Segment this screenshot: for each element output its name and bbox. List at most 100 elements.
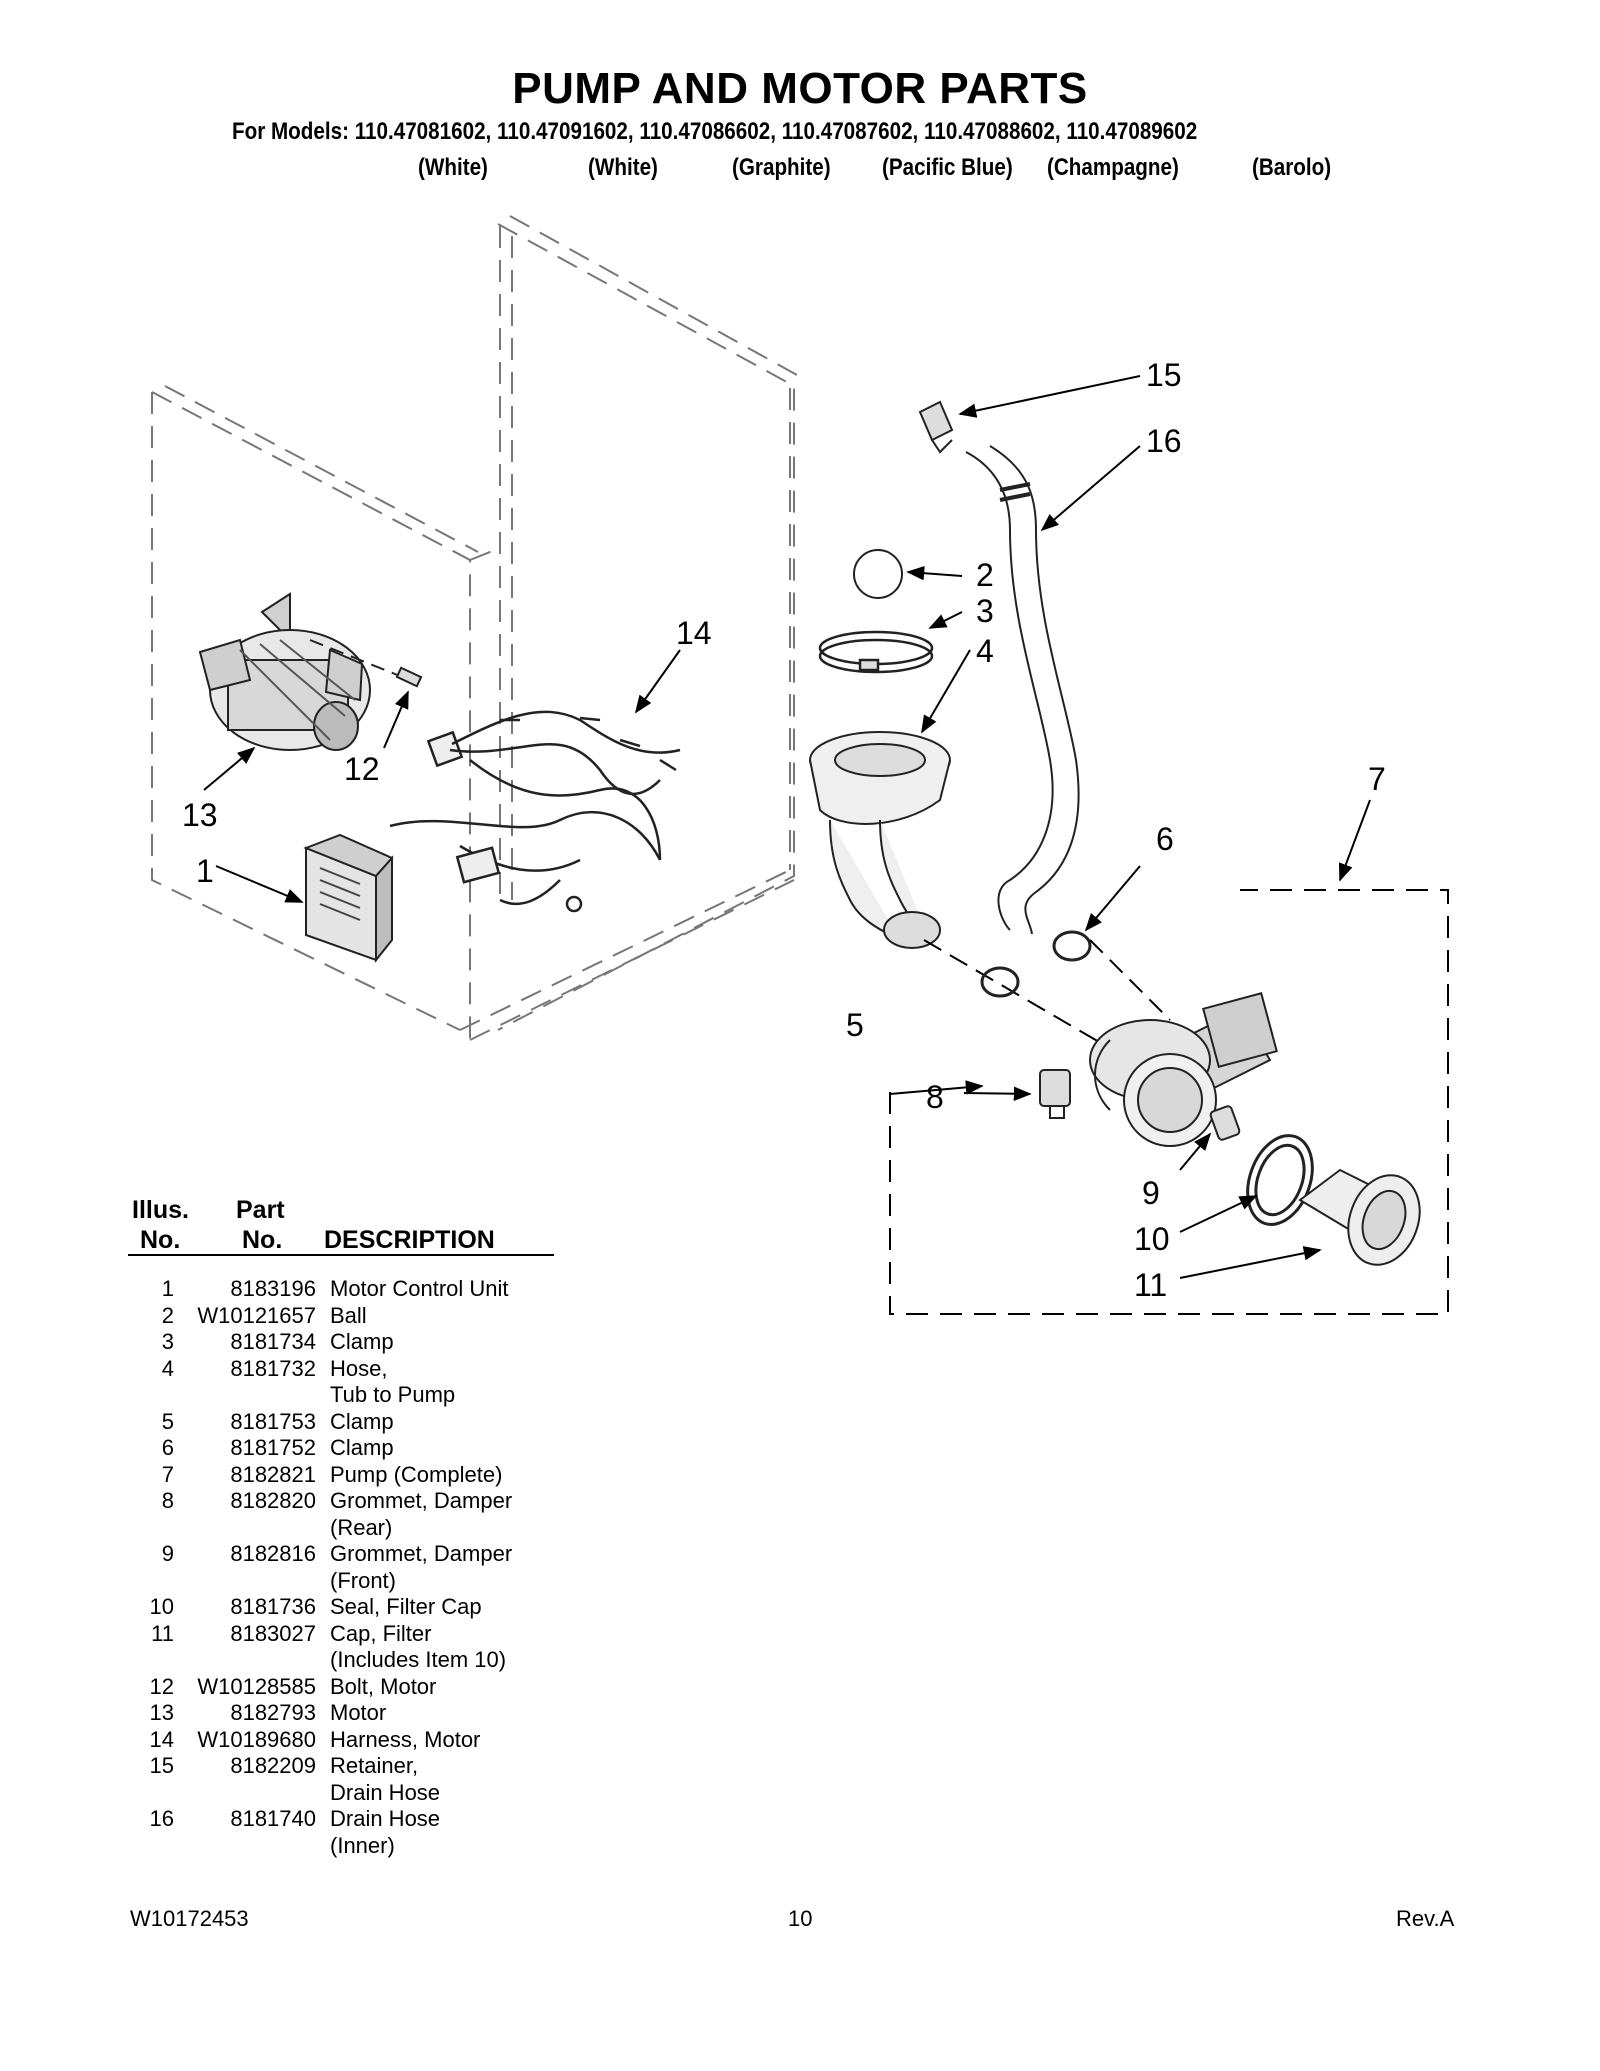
tub-to-pump-hose [809,731,951,949]
part-number: 8182793 [230,1700,316,1725]
callout-14: 14 [676,615,712,651]
description-line: Cap, Filter [330,1620,432,1646]
part-number: 8183027 [230,1620,316,1646]
part-number: 8182209 [230,1753,316,1778]
illus-number: 3 [161,1329,174,1354]
description-line: Clamp [330,1435,394,1460]
table-row: 13 8182793 Motor [128,1700,558,1727]
illus-number: 13 [149,1700,174,1725]
callout-3: 3 [976,593,994,629]
description-line: (Rear) [330,1514,393,1540]
model-color: (White) [588,154,658,181]
revision: Rev.A [1396,1906,1455,1931]
illus-number: 6 [161,1435,174,1460]
hose-to-pump-path [923,939,1131,1061]
callout-9: 9 [1142,1175,1160,1211]
description-line: (Inner) [330,1832,395,1858]
table-row: 4 8181732 Hose,Tub to Pump [128,1356,558,1409]
illus-number: 11 [151,1620,174,1646]
motor [198,592,371,751]
part-description: Bolt, Motor [330,1674,560,1701]
tub-hose-clamp [818,630,934,674]
description-line: Drain Hose [330,1779,441,1805]
part-number: 8183196 [230,1276,316,1301]
callout-16: 16 [1146,423,1182,459]
part-description: Grommet, Damper(Rear) [330,1488,560,1541]
models-line: For Models: 110.47081602, 110.47091602, … [232,118,1198,145]
part-number: W10189680 [197,1726,316,1752]
callout-2: 2 [976,557,994,593]
callout-4: 4 [976,633,994,669]
illus-number: 8 [161,1488,174,1513]
description-line: Bolt, Motor [330,1673,437,1699]
callout-15: 15 [1146,357,1182,393]
model-color: (Graphite) [732,154,831,181]
part-number: 8181732 [230,1355,316,1381]
part-description: Motor Control Unit [330,1276,560,1303]
doc-number: W10172453 [130,1906,249,1931]
description-line: Tub to Pump [330,1382,456,1407]
part-number: 8182820 [230,1488,316,1513]
callout-7: 7 [1368,761,1386,797]
header-illus: Illus. [132,1196,189,1224]
illus-number: 9 [161,1541,174,1566]
callout-1: 1 [196,853,214,889]
description-line: Clamp [330,1329,394,1354]
part-description: Clamp [330,1409,560,1436]
pump-clamp-rear [1052,930,1092,962]
pump [1089,992,1278,1147]
table-row: 6 8181752 Clamp [128,1435,558,1462]
grommet-rear [1039,1069,1071,1119]
description-line: Motor Control Unit [330,1276,509,1301]
callout-6: 6 [1156,821,1174,857]
callout-8: 8 [926,1079,944,1115]
motor-harness [389,710,681,913]
part-description: Motor [330,1700,560,1727]
motor-bolt [309,639,423,688]
part-number: 8181740 [230,1806,316,1831]
callout-11: 11 [1134,1267,1167,1303]
model-color: (Barolo) [1252,154,1332,181]
part-description: Cap, Filter(Includes Item 10) [330,1621,560,1674]
pump-assembly-boundary [889,889,1449,1315]
model-colors: (White) (White) (Graphite) (Pacific Blue… [0,154,1600,188]
model-color: (White) [418,154,488,181]
part-number: W10128585 [197,1673,316,1699]
drain-hose [965,445,1080,935]
illus-number: 4 [161,1355,174,1381]
header-part-no: No. [242,1226,283,1254]
part-description: Ball [330,1303,560,1330]
part-description: Clamp [330,1435,560,1462]
callout-5: 5 [846,1007,864,1043]
description-line: Hose, [330,1355,388,1381]
illus-number: 10 [149,1594,174,1619]
description-line: Ball [330,1302,367,1328]
part-number: 8181736 [230,1594,316,1619]
part-description: Retainer,Drain Hose [330,1753,560,1806]
illus-number: 7 [161,1461,174,1487]
ball [853,549,903,599]
description-line: Harness, Motor [330,1726,481,1752]
part-number: 8181752 [230,1435,316,1460]
part-description: Seal, Filter Cap [330,1594,560,1621]
description-line: Pump (Complete) [330,1461,503,1487]
callout-12: 12 [344,751,380,787]
filter-cap-seal [1246,1134,1314,1226]
part-number: 8182816 [230,1541,316,1566]
description-line: Grommet, Damper [330,1541,513,1566]
description-line: Drain Hose [330,1806,441,1831]
part-number: 8181734 [230,1329,316,1354]
description-line: Motor [330,1700,387,1725]
part-description: Drain Hose(Inner) [330,1806,560,1859]
filter-cap [1298,1168,1421,1266]
illus-number: 2 [161,1302,174,1328]
